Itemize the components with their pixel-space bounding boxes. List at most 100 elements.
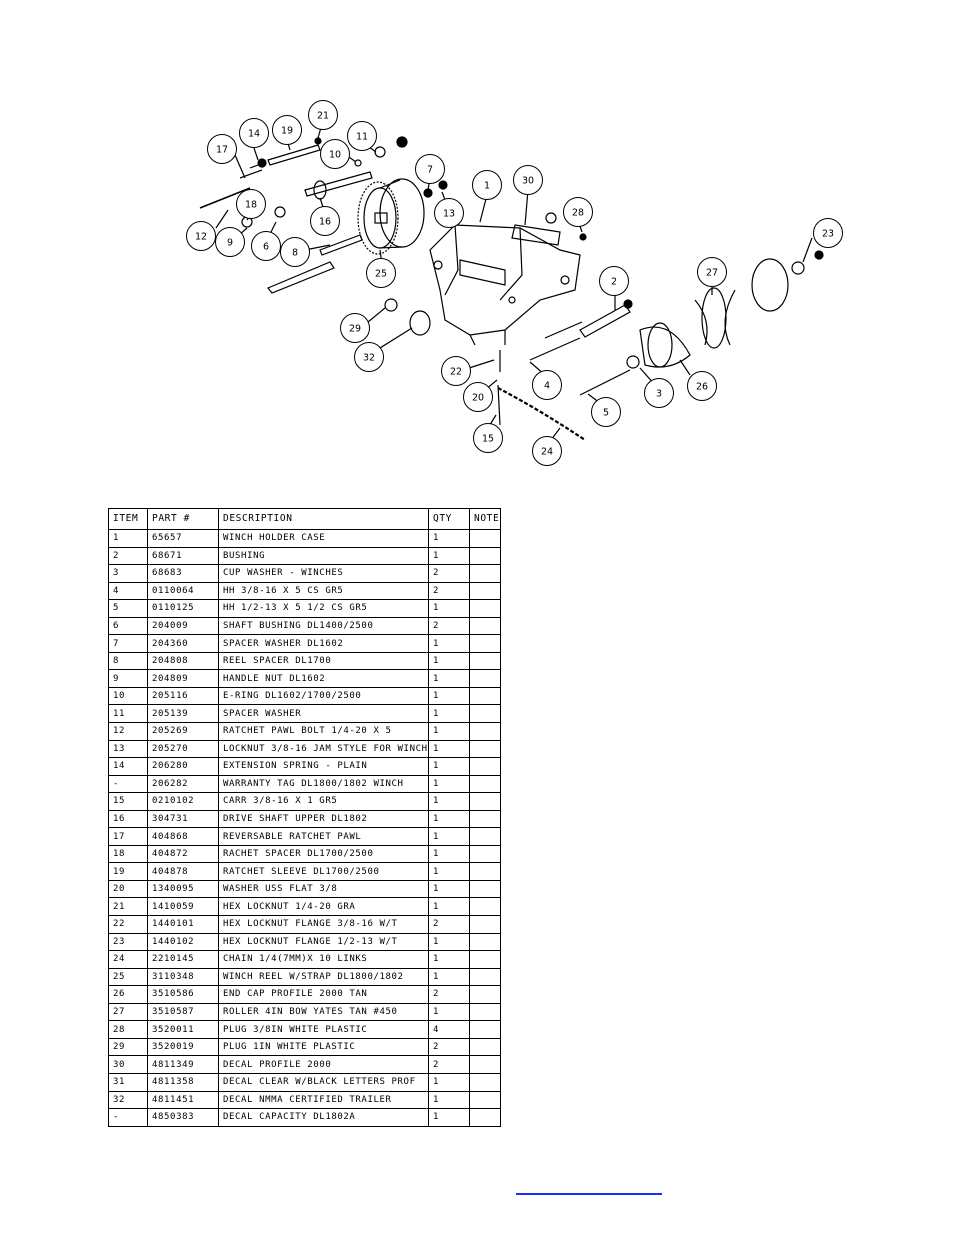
callout-bubble: 1 [472,170,502,200]
callout-number: 22 [450,367,462,378]
part-number-cell: 205139 [147,704,219,724]
qty-cell: 1 [428,967,470,987]
winch-holder-case-drawing [429,224,581,346]
note-cell [469,1020,501,1039]
note-cell [469,827,501,846]
description-cell: WARRANTY TAG DL1800/1802 WINCH [218,774,429,794]
note-cell [469,722,501,741]
qty-cell: 2 [428,1055,470,1074]
description-cell: HH 3/8-16 X 5 CS GR5 [218,581,429,601]
column-header-item: ITEM [108,508,148,530]
callout-circle [599,266,629,296]
qty-cell: 4 [428,1020,470,1039]
qty-cell: 2 [428,985,470,1004]
part-number-cell: 205116 [147,686,219,706]
qty-cell: 1 [428,546,470,566]
callout-bubble: 28 [563,197,593,227]
description-cell: PLUG 3/8IN WHITE PLASTIC [218,1020,429,1039]
callout-number: 18 [245,200,257,211]
description-cell: SPACER WASHER [218,704,429,724]
callout-bubble: 6 [251,231,281,261]
callout-bubble: 7 [415,154,445,184]
note-cell [469,862,501,881]
callout-circle [239,118,269,148]
description-cell: DRIVE SHAFT UPPER DL1802 [218,809,429,829]
item-cell: 15 [108,792,148,811]
description-cell: HH 1/2-13 X 5 1/2 CS GR5 [218,599,429,618]
callout-bubble: 27 [697,257,727,287]
item-cell: 32 [108,1090,148,1110]
part-number-cell: 204009 [147,616,219,636]
qty-cell: 2 [428,564,470,583]
callout-bubble: 11 [347,121,377,151]
qty-cell: 2 [428,616,470,636]
callout-number: 21 [317,111,329,122]
callout-number: 20 [472,393,484,404]
callout-circle [813,218,843,248]
callout-number: 3 [656,389,662,400]
roller-assembly-drawing [384,212,824,441]
item-cell: 19 [108,862,148,881]
description-cell: WINCH REEL W/STRAP DL1800/1802 [218,967,429,987]
item-cell: 26 [108,985,148,1004]
callout-bubble: 8 [280,237,310,267]
item-cell: 10 [108,686,148,706]
note-cell [469,1090,501,1110]
callout-bubble: 32 [354,342,384,372]
item-cell: 7 [108,634,148,653]
part-number-cell: 1410059 [147,897,219,917]
note-cell [469,616,501,636]
description-cell: SHAFT BUSHING DL1400/2500 [218,616,429,636]
item-cell: 9 [108,669,148,688]
description-cell: DECAL PROFILE 2000 [218,1055,429,1074]
winch-reel-drawing [357,178,425,255]
callout-circle [280,237,310,267]
callout-bubble: 30 [513,165,543,195]
callout-circle [236,189,266,219]
qty-cell: 1 [428,757,470,776]
callout-circle [591,397,621,427]
part-number-cell: 3510586 [147,985,219,1004]
callout-circle [644,378,674,408]
item-cell: 20 [108,879,148,899]
part-number-cell: 0210102 [147,792,219,811]
description-cell: WASHER USS FLAT 3/8 [218,879,429,899]
part-number-cell: 0110125 [147,599,219,618]
item-cell: 8 [108,651,148,671]
note-cell [469,651,501,671]
footer-hyperlink-underline[interactable] [516,1178,662,1195]
note-cell [469,686,501,706]
note-cell [469,932,501,952]
callout-circle [272,115,302,145]
part-number-cell: 68683 [147,564,219,583]
note-cell [469,809,501,829]
callout-number: 28 [572,208,584,219]
note-cell [469,529,501,548]
note-cell [469,1108,501,1127]
description-cell: HANDLE NUT DL1602 [218,669,429,688]
callout-bubble: 22 [441,356,471,386]
part-number-cell: 65657 [147,529,219,548]
callout-number: 15 [482,434,494,445]
qty-cell: 1 [428,651,470,671]
callout-circle [354,342,384,372]
note-cell [469,1002,501,1022]
qty-cell: 2 [428,1037,470,1057]
qty-cell: 1 [428,792,470,811]
item-cell: 13 [108,739,148,759]
